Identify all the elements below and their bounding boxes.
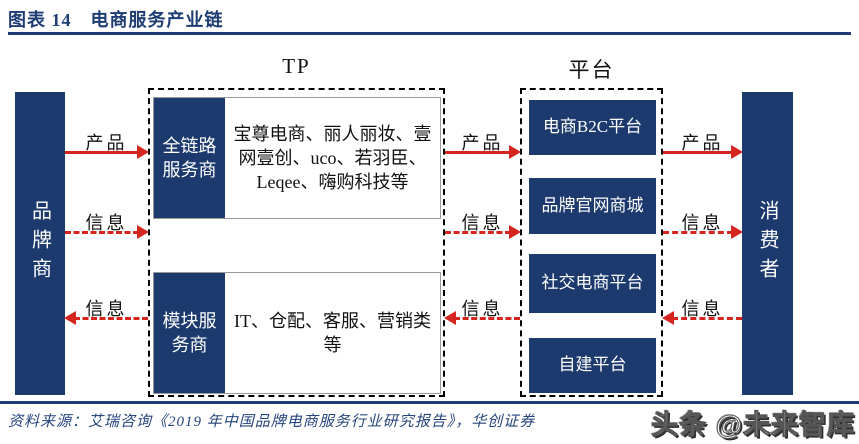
arrow-head-right-icon xyxy=(137,225,149,239)
arrow-label: 产品 xyxy=(681,133,724,153)
platform-group-label: 平台 xyxy=(568,58,615,82)
arrow-line xyxy=(74,317,148,320)
arrow-head-right-icon xyxy=(509,225,521,239)
arrow-line xyxy=(663,151,733,154)
platform-item-official-mall: 品牌官网商城 xyxy=(529,178,656,234)
arrow-line xyxy=(65,231,139,234)
arrow-head-right-icon xyxy=(731,145,743,159)
arrow-label: 信息 xyxy=(85,299,128,319)
footer-divider xyxy=(0,401,859,404)
full-chain-service-row: 全链路服务商 宝尊电商、丽人丽妆、壹网壹创、uco、若羽臣、Leqee、嗨购科技… xyxy=(153,97,441,219)
module-service-types: IT、仓配、客服、营销类等 xyxy=(234,310,431,355)
arrow-label: 信息 xyxy=(681,299,724,319)
arrow-line xyxy=(672,317,742,320)
arrow-label: 产品 xyxy=(85,133,128,153)
source-note: 资料来源：艾瑞咨询《2019 年中国品牌电商服务行业研究报告》，华创证券 xyxy=(8,414,536,430)
arrow-head-right-icon xyxy=(731,225,743,239)
arrow-label: 信息 xyxy=(681,213,724,233)
arrow-head-right-icon xyxy=(509,145,521,159)
module-service-row: 模块服务商 IT、仓配、客服、营销类等 xyxy=(153,272,441,394)
tp-group-label: TP xyxy=(282,54,311,78)
brand-node: 品牌商 xyxy=(15,92,65,395)
consumer-node: 消费者 xyxy=(742,92,793,395)
platform-item-self-built: 自建平台 xyxy=(529,338,656,393)
arrow-head-left-icon xyxy=(64,311,76,325)
title-divider xyxy=(8,32,851,35)
arrow-label: 信息 xyxy=(85,213,128,233)
toutiao-watermark: 头条 @未来智库 xyxy=(651,410,855,441)
arrow-line xyxy=(445,151,511,154)
arrow-head-left-icon xyxy=(444,311,456,325)
full-chain-service-companies: 宝尊电商、丽人丽妆、壹网壹创、uco、若羽臣、Leqee、嗨购科技等 xyxy=(233,123,432,193)
arrow-label: 信息 xyxy=(461,299,504,319)
arrow-line xyxy=(65,151,139,154)
arrow-label: 信息 xyxy=(461,213,504,233)
arrow-head-left-icon xyxy=(662,311,674,325)
figure-title: 图表 14 电商服务产业链 xyxy=(8,10,224,30)
arrow-head-right-icon xyxy=(137,145,149,159)
tp-group-box: 全链路服务商 宝尊电商、丽人丽妆、壹网壹创、uco、若羽臣、Leqee、嗨购科技… xyxy=(148,88,445,397)
platform-group-box: 电商B2C平台 品牌官网商城 社交电商平台 自建平台 xyxy=(520,88,663,397)
platform-item-social: 社交电商平台 xyxy=(529,254,656,313)
arrow-line xyxy=(445,231,511,234)
arrow-line xyxy=(663,231,733,234)
arrow-label: 产品 xyxy=(461,133,504,153)
platform-item-b2c: 电商B2C平台 xyxy=(529,100,656,155)
arrow-line xyxy=(454,317,520,320)
full-chain-service-label: 全链路服务商 xyxy=(154,98,225,218)
module-service-label: 模块服务商 xyxy=(154,273,225,393)
